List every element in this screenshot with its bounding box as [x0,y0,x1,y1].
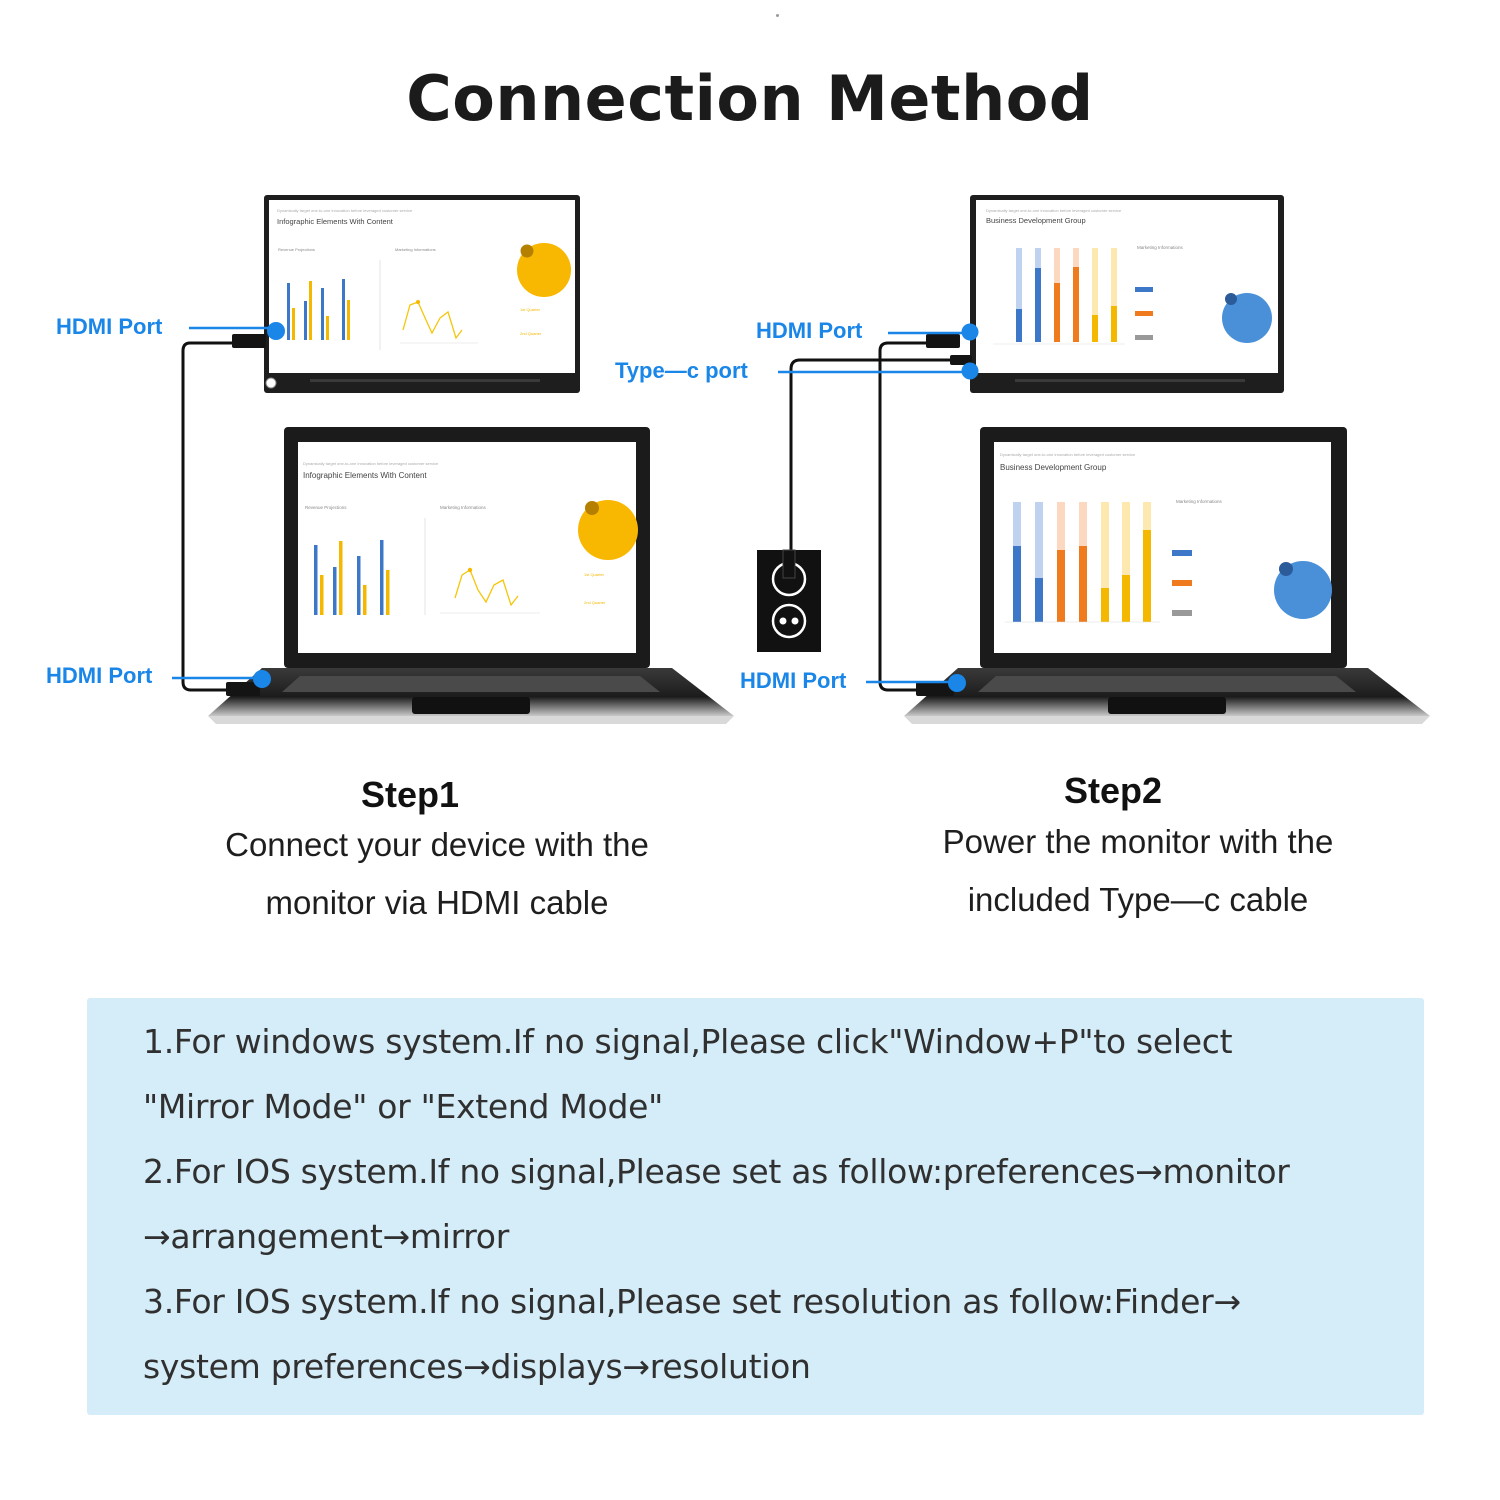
hdmi-port-marker-laptop-right [948,674,966,692]
typec-port-label: Type—c port [615,358,748,383]
screen-title-infographic-laptop: Infographic Elements With Content [303,471,427,480]
step1-line2: monitor via HDMI cable [265,884,609,921]
hdmi-cable-step1 [181,341,248,692]
svg-text:Marketing Informations: Marketing Informations [440,505,487,510]
svg-text:Marketing Informations: Marketing Informations [1176,499,1223,504]
note-3-line1: 3.For IOS system.If no signal,Please set… [143,1282,1241,1321]
step1-line1: Connect your device with the [225,826,649,863]
note-2-line1: 2.For IOS system.If no signal,Please set… [143,1152,1290,1191]
typec-power-cable [789,358,950,562]
hdmi-port-label-laptop-right: HDMI Port [740,668,847,693]
screen-title-business: Business Development Group [986,216,1086,225]
hdmi-port-label-laptop-left: HDMI Port [46,663,153,688]
laptop-right: Dynamically target one-to-one innovation… [904,427,1430,724]
svg-text:Dynamically target one-to-one: Dynamically target one-to-one innovation… [303,461,439,466]
connection-diagram: Dynamically target one-to-one innovation… [172,195,1430,724]
step2-line2: included Type—c cable [967,881,1309,918]
svg-text:Dynamically target one-to-one: Dynamically target one-to-one innovation… [1000,452,1136,457]
hdmi-port-marker-monitor-right [961,323,979,341]
power-adapter [757,549,821,652]
step2-line1: Power the monitor with the [942,823,1334,860]
hdmi-port-marker-monitor-left [267,322,285,340]
laptop-left: Dynamically target one-to-one innovation… [208,427,734,724]
note-2-line2: →arrangement→mirror [143,1217,509,1256]
svg-text:Dynamically target one-to-one: Dynamically target one-to-one innovation… [986,208,1122,213]
hdmi-port-label-monitor-left: HDMI Port [56,314,163,339]
note-1-line1: 1.For windows system.If no signal,Please… [143,1022,1233,1061]
typec-port-marker-monitor-right [961,362,979,380]
hdmi-port-marker-laptop-left [253,670,271,688]
svg-text:Marketing Informations: Marketing Informations [1137,245,1184,250]
tips-panel: 1.For windows system.If no signal,Please… [87,998,1424,1415]
note-3-line2: system preferences→displays→resolution [143,1347,811,1386]
svg-text:Marketing Informations: Marketing Informations [395,247,436,252]
step1-description: Connect your device with the monitor via… [137,816,737,932]
svg-text:2nd Quarter: 2nd Quarter [520,331,542,336]
page-title: Connection Method [406,62,1094,135]
portable-monitor-left: Dynamically target one-to-one innovation… [264,195,580,393]
svg-text:Revenue Projections: Revenue Projections [278,247,315,252]
svg-text:1st Quarter: 1st Quarter [520,307,541,312]
step1-title: Step1 [360,774,460,815]
screen-title-infographic: Infographic Elements With Content [277,217,394,226]
hdmi-cable-step2 [878,341,930,692]
decorative-dot [776,14,779,17]
svg-text:Revenue Projections: Revenue Projections [305,505,347,510]
hdmi-port-label-monitor-right: HDMI Port [756,318,863,343]
svg-text:2nd Quarter: 2nd Quarter [584,600,606,605]
svg-text:1st Quarter: 1st Quarter [584,572,605,577]
portable-monitor-right: Dynamically target one-to-one innovation… [970,195,1284,393]
note-1-line2: "Mirror Mode" or "Extend Mode" [143,1087,663,1126]
step2-description: Power the monitor with the included Type… [838,813,1438,929]
step2-title: Step2 [1063,770,1163,811]
svg-text:Dynamically target one-to-one: Dynamically target one-to-one innovation… [277,208,413,213]
screen-title-business-laptop: Business Development Group [1000,463,1107,472]
